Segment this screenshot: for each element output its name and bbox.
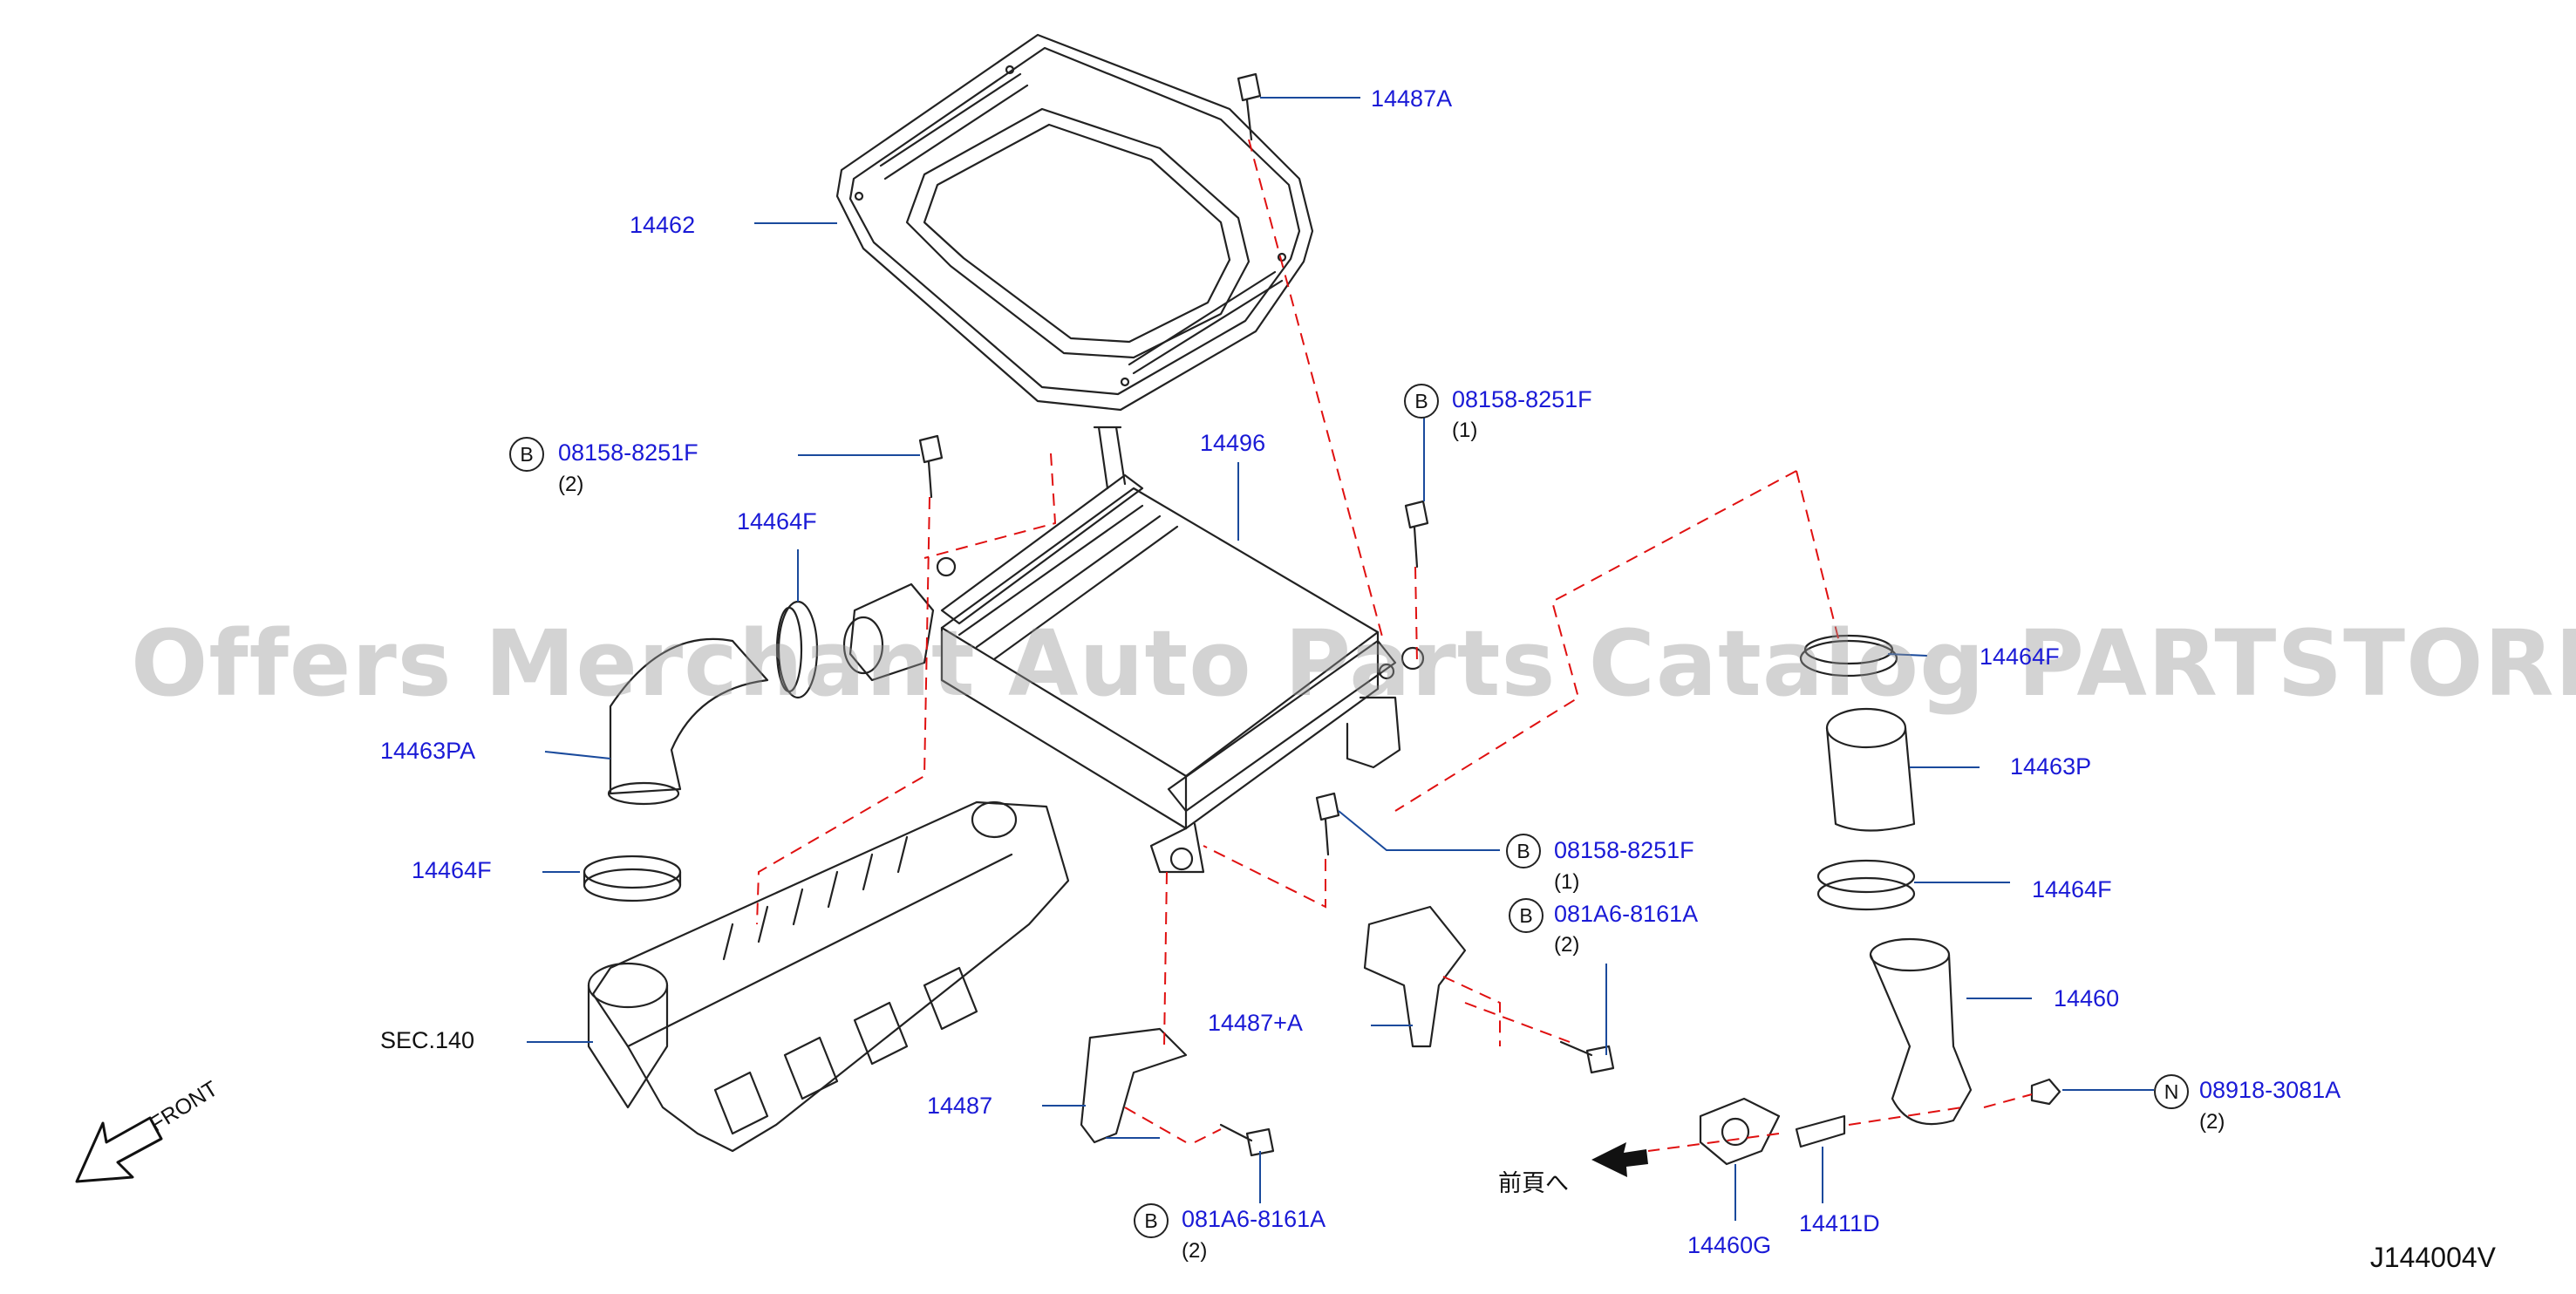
previous-page-arrow-icon	[1591, 1142, 1648, 1177]
bolt-marker-mid-right: B	[1506, 834, 1541, 868]
fastener-mid-right-qty: (1)	[1554, 870, 1580, 894]
nut-marker-right: N	[2154, 1074, 2189, 1109]
fastener-top-right-part[interactable]: 08158-8251F	[1452, 386, 1592, 412]
part-label-14496[interactable]: 14496	[1200, 430, 1266, 456]
fastener-bottom-part[interactable]: 081A6-8161A	[1182, 1206, 1326, 1232]
watermark: Offers Merchant Auto Parts Catalog PARTS…	[131, 610, 2576, 717]
part-label-14463P[interactable]: 14463P	[2010, 753, 2092, 780]
part-label-14487[interactable]: 14487	[927, 1093, 993, 1119]
part-label-14464F-left[interactable]: 14464F	[737, 508, 817, 535]
part-label-14487plusA[interactable]: 14487+A	[1208, 1010, 1303, 1036]
dashed-guides	[756, 139, 2033, 1152]
fastener-bottom-qty: (2)	[1182, 1239, 1208, 1263]
bolt-marker-bottom: B	[1134, 1203, 1169, 1238]
fastener-top-left-qty: (2)	[558, 473, 584, 496]
part-label-14462[interactable]: 14462	[630, 212, 696, 238]
bolt-marker-bracket-right: B	[1509, 898, 1544, 933]
fastener-mid-right-part[interactable]: 08158-8251F	[1554, 837, 1694, 863]
fastener-nut-right-qty: (2)	[2199, 1110, 2225, 1134]
part-label-14487A[interactable]: 14487A	[1371, 85, 1453, 112]
leader-lines	[527, 97, 2154, 1221]
part-label-14464F-right2[interactable]: 14464F	[2032, 876, 2112, 902]
front-arrow-icon	[75, 1116, 163, 1183]
right-hose-drawing	[1699, 634, 2061, 1166]
bolt-marker-top-right: B	[1404, 384, 1439, 419]
fastener-top-left-part[interactable]: 08158-8251F	[558, 439, 699, 466]
part-label-14411D[interactable]: 14411D	[1799, 1210, 1880, 1236]
diagram-code: J144004V	[2369, 1242, 2496, 1273]
fastener-bracket-right-part[interactable]: 081A6-8161A	[1554, 901, 1699, 927]
part-label-14460G[interactable]: 14460G	[1687, 1232, 1772, 1258]
fastener-nut-right-part[interactable]: 08918-3081A	[2199, 1077, 2341, 1103]
bolt-marker-top-left: B	[509, 437, 544, 472]
intercooler-drawing	[842, 426, 1425, 874]
fastener-top-right-qty: (1)	[1452, 419, 1478, 442]
part-label-sec140[interactable]: SEC.140	[380, 1027, 475, 1053]
left-hose-drawing	[583, 600, 819, 902]
bolt-drawings	[918, 72, 1615, 1157]
part-label-14464F-left2[interactable]: 14464F	[412, 857, 492, 883]
intake-manifold-drawing	[587, 800, 1070, 1153]
part-label-14460[interactable]: 14460	[2054, 985, 2120, 1011]
cover-plate-drawing	[835, 33, 1314, 412]
part-label-14463PA[interactable]: 14463PA	[380, 738, 476, 764]
fastener-bracket-right-qty: (2)	[1554, 933, 1580, 957]
previous-page-link[interactable]: 前頁へ	[1498, 1170, 1569, 1197]
part-label-14464F-right[interactable]: 14464F	[1980, 644, 2060, 670]
